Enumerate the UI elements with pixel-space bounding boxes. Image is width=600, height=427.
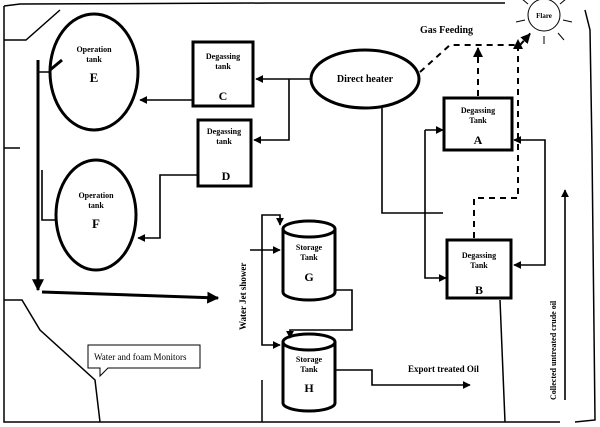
export-treated-oil-label: Export treated Oil (408, 364, 479, 374)
degassing-tank-b-letter: B (475, 283, 483, 297)
degassing-tank-c-line1: Degassing (206, 52, 240, 61)
degassing-tank-a-line1: Degassing (461, 106, 495, 115)
degassing-tank-a (442, 96, 514, 152)
storage-tank-g-letter: G (304, 270, 313, 284)
degassing-tank-c-line2: tank (215, 62, 231, 71)
degassing-tank-a-line2: Tank (469, 116, 487, 125)
operation-tank-e-line1: Operation (76, 45, 112, 54)
storage-tank-h (281, 332, 337, 413)
gas-feeding-label: Gas Feeding (420, 25, 473, 36)
storage-tank-g-line2: Tank (300, 253, 318, 262)
flare-label: Flare (536, 12, 552, 20)
storage-tank-g (281, 219, 337, 302)
direct-heater-label: Direct heater (337, 74, 394, 85)
main-water-line (32, 58, 220, 304)
operation-tank-f-line2: tank (88, 201, 104, 210)
degassing-tank-d-line2: tank (216, 137, 232, 146)
degassing-tank-a-letter: A (474, 133, 483, 147)
storage-tank-g-line1: Storage (296, 243, 323, 252)
degassing-tank-b (445, 238, 513, 300)
operation-tank-e-line2: tank (86, 55, 102, 64)
gas-feeding-lines (419, 33, 531, 238)
storage-tank-h-line1: Storage (296, 355, 323, 364)
operation-tank-f-letter: F (92, 216, 100, 231)
degassing-tank-d-line1: Degassing (207, 127, 241, 136)
water-foam-callout (87, 344, 201, 378)
water-foam-monitors-label: Water and foam Monitors (94, 352, 187, 362)
operation-tank-f (54, 158, 138, 272)
degassing-tank-c (191, 40, 255, 108)
degassing-tank-d-letter: D (222, 169, 231, 183)
flare-icon (515, 0, 573, 44)
degassing-tank-d (196, 118, 253, 188)
storage-tank-h-line2: Tank (300, 365, 318, 374)
operation-tank-e-letter: E (90, 70, 99, 85)
operation-tank-f-line1: Operation (78, 191, 114, 200)
degassing-tank-c-letter: C (219, 89, 228, 103)
degassing-tank-b-line1: Degassing (462, 251, 496, 260)
water-jet-shower-label: Water Jet shower (238, 263, 248, 330)
outer-border (3, 2, 596, 423)
degassing-tank-b-line2: Tank (470, 261, 488, 270)
collected-crude-label: Collected untreated crude oil (549, 300, 558, 400)
storage-tank-h-letter: H (304, 381, 314, 395)
